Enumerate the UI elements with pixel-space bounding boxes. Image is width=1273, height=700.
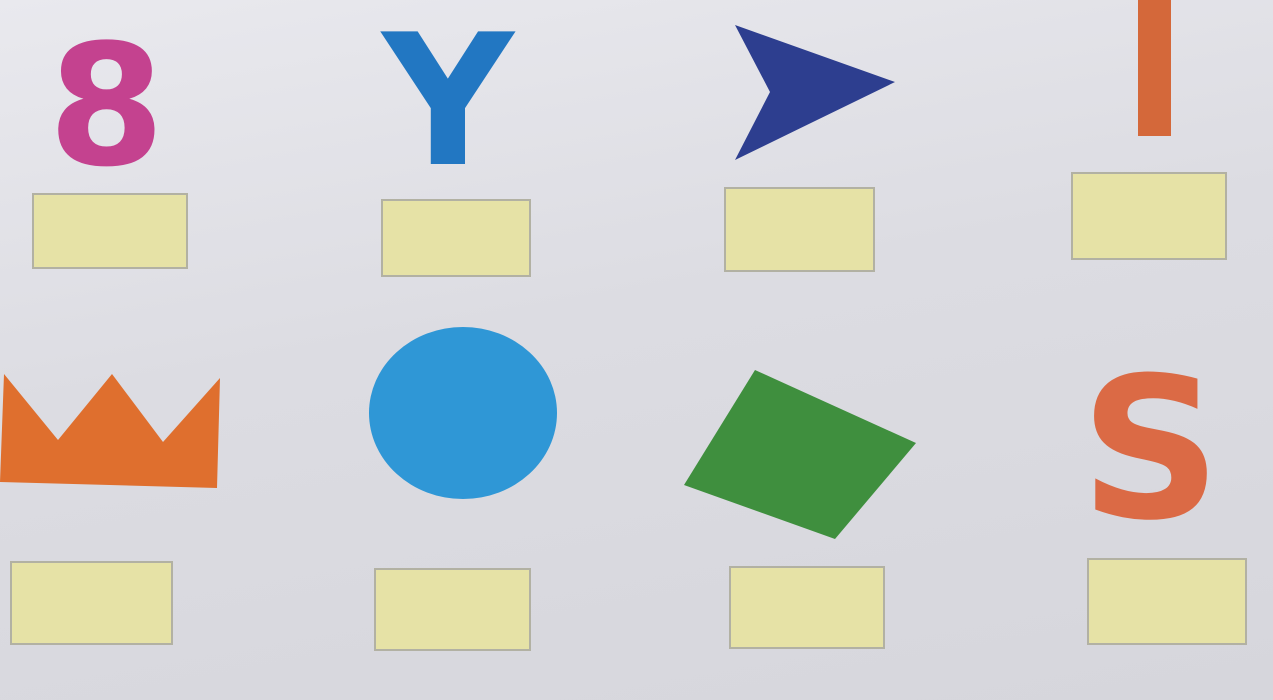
- circle-shape: [369, 327, 557, 499]
- answer-box-4[interactable]: [1071, 172, 1227, 260]
- answer-box-8[interactable]: [1087, 558, 1247, 645]
- answer-box-1[interactable]: [32, 193, 188, 269]
- crown-shape: [0, 374, 220, 488]
- digit-eight: 8: [48, 8, 165, 204]
- answer-box-2[interactable]: [381, 199, 531, 277]
- answer-box-7[interactable]: [729, 566, 885, 649]
- answer-box-3[interactable]: [724, 187, 875, 272]
- letter-y: Y: [382, 0, 514, 207]
- answer-box-6[interactable]: [374, 568, 531, 651]
- arrowhead-shape: [735, 25, 895, 160]
- letter-s: S: [1080, 336, 1222, 564]
- answer-box-5[interactable]: [10, 561, 173, 645]
- quadrilateral-shape: [684, 370, 916, 539]
- bar-shape: [1138, 0, 1171, 136]
